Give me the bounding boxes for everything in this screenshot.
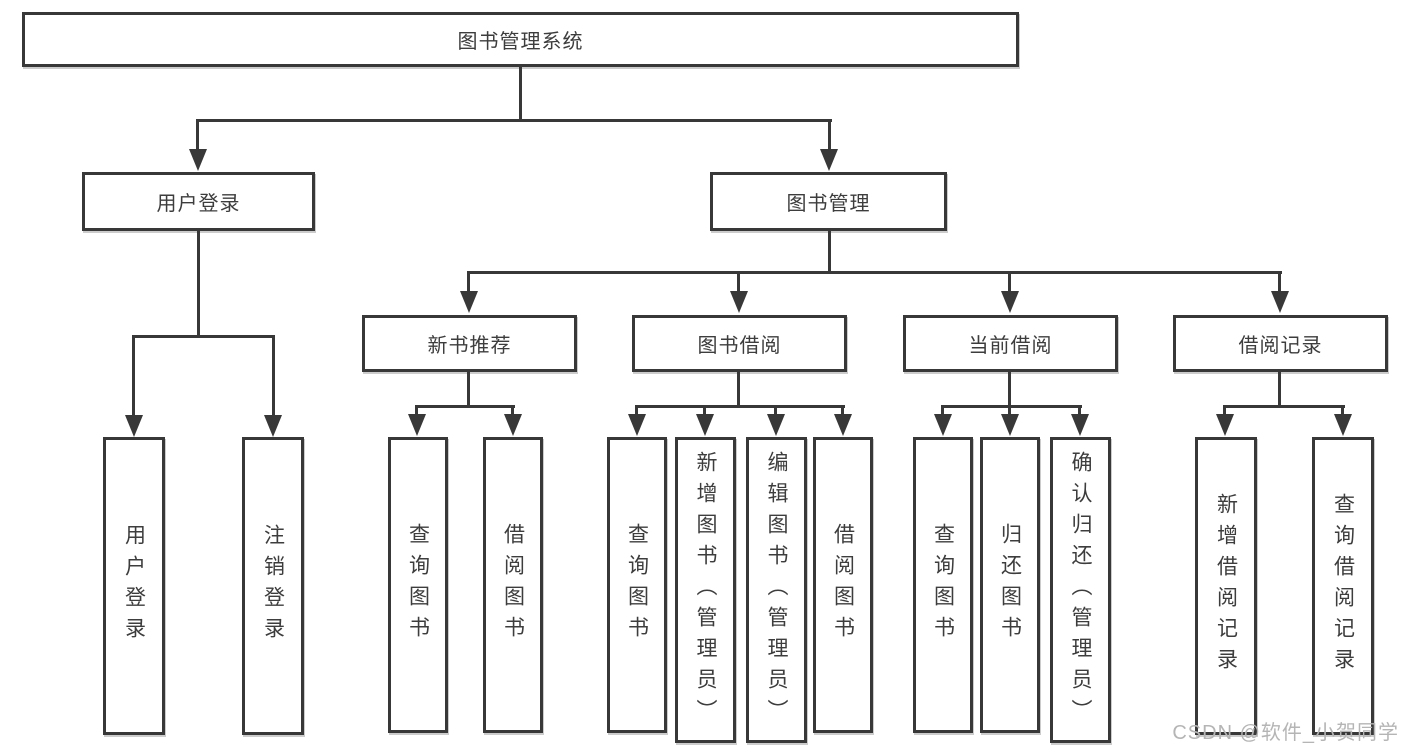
arrowhead-icon <box>504 414 522 436</box>
connector-line <box>1223 405 1226 418</box>
connector-line <box>828 231 831 274</box>
connector-line <box>737 271 740 295</box>
leaf-borrow-books-recommend: 借阅图书 <box>483 437 543 733</box>
connector-line <box>467 372 470 408</box>
leaf-logout: 注销登录 <box>242 437 304 735</box>
node-borrowing-records: 借阅记录 <box>1173 315 1388 372</box>
node-label: 新增图书（管理员） <box>694 450 717 730</box>
connector-line <box>1278 372 1281 408</box>
node-book-management: 图书管理 <box>710 172 947 231</box>
node-label: 查询图书 <box>625 523 649 647</box>
node-label: 借阅记录 <box>1238 335 1323 357</box>
connector-line <box>196 119 832 122</box>
connector-line <box>841 405 844 418</box>
node-label: 查询借阅记录 <box>1331 493 1355 679</box>
connector-line <box>1008 405 1011 418</box>
arrowhead-icon <box>1071 414 1089 436</box>
arrowhead-icon <box>1271 291 1289 313</box>
connector-line <box>197 231 200 338</box>
connector-line <box>635 405 845 408</box>
connector-line <box>415 405 515 408</box>
node-new-book-recommendation: 新书推荐 <box>362 315 577 372</box>
leaf-add-books-admin: 新增图书（管理员） <box>675 437 736 743</box>
arrowhead-icon <box>1216 414 1234 436</box>
node-label: 图书借阅 <box>697 335 782 357</box>
arrowhead-icon <box>460 291 478 313</box>
connector-line <box>737 372 740 408</box>
leaf-borrow-books: 借阅图书 <box>813 437 873 733</box>
leaf-query-borrow-record: 查询借阅记录 <box>1312 437 1374 735</box>
connector-line <box>1078 405 1081 418</box>
leaf-return-books: 归还图书 <box>980 437 1040 733</box>
arrowhead-icon <box>1334 414 1352 436</box>
node-label: 用户登录 <box>156 193 241 215</box>
leaf-user-login: 用户登录 <box>103 437 165 735</box>
arrowhead-icon <box>1001 291 1019 313</box>
node-current-borrowing: 当前借阅 <box>903 315 1118 372</box>
node-label: 编辑图书（管理员） <box>765 450 788 730</box>
leaf-query-books-borrow: 查询图书 <box>607 437 667 733</box>
node-label: 当前借阅 <box>968 335 1053 357</box>
connector-line <box>1008 271 1011 295</box>
node-label: 新增借阅记录 <box>1214 493 1238 679</box>
arrowhead-icon <box>834 414 852 436</box>
arrowhead-icon <box>1001 414 1019 436</box>
arrowhead-icon <box>820 149 838 171</box>
connector-line <box>511 405 514 418</box>
arrowhead-icon <box>730 291 748 313</box>
connector-line <box>1341 405 1344 418</box>
leaf-edit-books-admin: 编辑图书（管理员） <box>746 437 807 743</box>
node-label: 借阅图书 <box>501 523 525 647</box>
node-label: 用户登录 <box>122 524 146 648</box>
node-user-login: 用户登录 <box>82 172 315 231</box>
connector-line <box>941 405 1082 408</box>
connector-line <box>828 119 831 151</box>
node-label: 注销登录 <box>261 524 285 648</box>
node-label: 归还图书 <box>998 523 1022 647</box>
arrowhead-icon <box>189 149 207 171</box>
connector-line <box>467 271 1282 274</box>
node-label: 新书推荐 <box>427 335 512 357</box>
connector-line <box>467 271 470 295</box>
connector-line <box>519 67 522 121</box>
leaf-query-books-current: 查询图书 <box>913 437 973 733</box>
connector-line <box>1223 405 1345 408</box>
node-label: 图书管理系统 <box>457 31 584 53</box>
node-label: 查询图书 <box>931 523 955 647</box>
connector-line <box>132 335 135 417</box>
node-library-system: 图书管理系统 <box>22 12 1019 67</box>
leaf-query-books-recommend: 查询图书 <box>388 437 448 733</box>
connector-line <box>1008 372 1011 408</box>
arrowhead-icon <box>125 415 143 437</box>
node-label: 确认归还（管理员） <box>1069 450 1092 730</box>
connector-line <box>703 405 706 418</box>
node-label: 图书管理 <box>786 193 871 215</box>
node-book-borrowing: 图书借阅 <box>632 315 847 372</box>
watermark-text: CSDN @软件_小贺同学 <box>1172 722 1399 744</box>
leaf-add-borrow-record: 新增借阅记录 <box>1195 437 1257 735</box>
arrowhead-icon <box>767 414 785 436</box>
node-label: 借阅图书 <box>831 523 855 647</box>
arrowhead-icon <box>934 414 952 436</box>
leaf-confirm-return-admin: 确认归还（管理员） <box>1050 437 1111 743</box>
arrowhead-icon <box>264 415 282 437</box>
arrowhead-icon <box>408 414 426 436</box>
connector-line <box>196 119 199 151</box>
connector-line <box>132 335 275 338</box>
connector-line <box>1278 271 1281 295</box>
connector-line <box>635 405 638 418</box>
arrowhead-icon <box>696 414 714 436</box>
node-label: 查询图书 <box>406 523 430 647</box>
connector-line <box>941 405 944 418</box>
arrowhead-icon <box>628 414 646 436</box>
connector-line <box>272 335 275 417</box>
connector-line <box>415 405 418 418</box>
connector-line <box>774 405 777 418</box>
